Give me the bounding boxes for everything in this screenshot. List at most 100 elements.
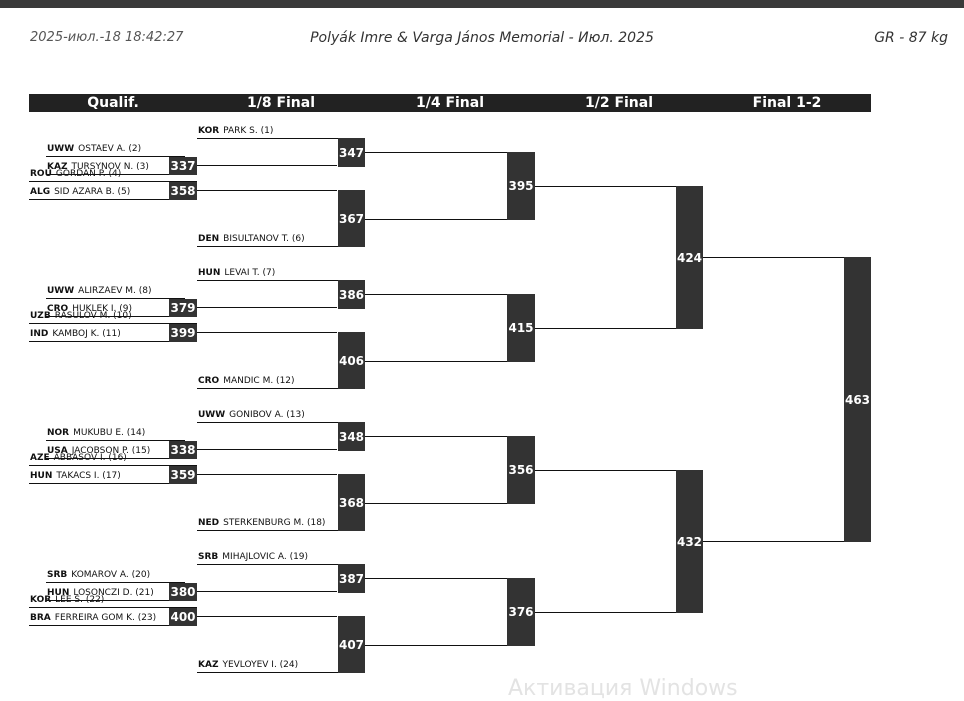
bracket-line (197, 530, 365, 531)
bout-number: 367 (338, 190, 365, 247)
athlete-name: MUKUBU E. (14) (73, 428, 146, 438)
bout-number: 386 (338, 280, 365, 309)
bout-number: 406 (338, 332, 365, 389)
bracket-line (197, 672, 365, 673)
bout-number: 347 (338, 138, 365, 167)
bracket-line (197, 388, 365, 389)
athlete-nation: AZE (30, 453, 50, 463)
round-qualif: Qualif. (87, 95, 139, 111)
rounds-header (29, 94, 871, 112)
athlete-name: HUKLEK I. (9) (72, 304, 133, 314)
bout-number: 387 (338, 564, 365, 593)
athlete-name: SID AZARA B. (5) (54, 187, 131, 197)
athlete-name: FERREIRA GOM K. (23) (54, 613, 157, 623)
bracket-line (535, 470, 676, 471)
athlete-nation: KOR (198, 126, 220, 136)
event-title: Polyák Imre & Varga János Memorial - Июл… (310, 30, 654, 46)
bracket-line (197, 332, 337, 333)
bracket-line (703, 257, 844, 258)
bout-number: 356 (507, 436, 535, 504)
bracket-line (197, 422, 365, 423)
bracket-line (197, 246, 365, 247)
athlete-nation: CRO (198, 376, 220, 386)
bout-number: 379 (169, 299, 197, 317)
athlete-name: TURSYNOV N. (3) (71, 162, 149, 172)
bracket-line (29, 607, 197, 608)
athlete-name: MIHAJLOVIC A. (19) (222, 552, 309, 562)
bracket-line (535, 186, 676, 187)
bracket-line (46, 298, 185, 299)
athlete-name: JACOBSON P. (15) (71, 446, 151, 456)
athlete-nation: HUN (30, 471, 53, 481)
bout-number: 463 (844, 257, 871, 542)
bout-number: 348 (338, 422, 365, 451)
athlete-nation: USA (47, 446, 68, 456)
athlete-name: ABBASOV I. (16) (53, 453, 127, 463)
athlete-name: TAKACS I. (17) (56, 471, 121, 481)
bracket-line (46, 582, 185, 583)
bout-number: 359 (169, 466, 197, 484)
bout-number: 424 (676, 186, 703, 329)
bracket-line (197, 474, 337, 475)
bracket-line (365, 361, 507, 362)
bracket-line (197, 165, 337, 166)
athlete-name: OSTAEV A. (2) (78, 144, 142, 154)
bout-number: 376 (507, 578, 535, 646)
athlete-nation: UWW (47, 286, 75, 296)
athlete-nation: KAZ (198, 660, 219, 670)
athlete-name: RASULOV M. (10) (54, 311, 132, 321)
bracket-line (535, 328, 676, 329)
bracket-line (197, 591, 337, 592)
bracket-line (46, 316, 185, 317)
bracket-line (365, 503, 507, 504)
athlete-nation: KAZ (47, 162, 68, 172)
bracket-line (29, 181, 197, 182)
bracket-line (46, 440, 185, 441)
athlete-name: PARK S. (1) (223, 126, 274, 136)
bracket-line (197, 190, 337, 191)
round-1-8: 1/8 Final (246, 95, 316, 111)
bracket-line (197, 280, 365, 281)
bracket-line (365, 152, 507, 153)
bracket-line (365, 645, 507, 646)
bout-number: 337 (169, 157, 197, 175)
bout-number: 338 (169, 441, 197, 459)
athlete-nation: IND (30, 329, 49, 339)
bracket-line (197, 616, 337, 617)
athlete-name: GONIBOV A. (13) (229, 410, 305, 420)
athlete-nation: UZB (30, 311, 51, 321)
round-final: Final 1-2 (752, 95, 822, 111)
bracket-line (46, 600, 185, 601)
athlete-name: YEVLOYEV I. (24) (222, 660, 299, 670)
athlete-name: ALIRZAEV M. (8) (78, 286, 152, 296)
bracket-line (365, 578, 507, 579)
bracket-line (29, 323, 197, 324)
bracket-line (46, 174, 185, 175)
bracket-line (365, 436, 507, 437)
bracket-line (197, 138, 365, 139)
athlete-nation: BRA (30, 613, 51, 623)
athlete-nation: DEN (198, 234, 220, 244)
bracket-line (29, 199, 197, 200)
bracket-line (29, 465, 197, 466)
athlete-name: LOSONCZI D. (21) (73, 588, 154, 598)
weight-category: GR - 87 kg (874, 30, 948, 46)
athlete-name: LEE S. (22) (55, 595, 105, 605)
bracket-line (29, 625, 197, 626)
bout-number: 368 (338, 474, 365, 531)
